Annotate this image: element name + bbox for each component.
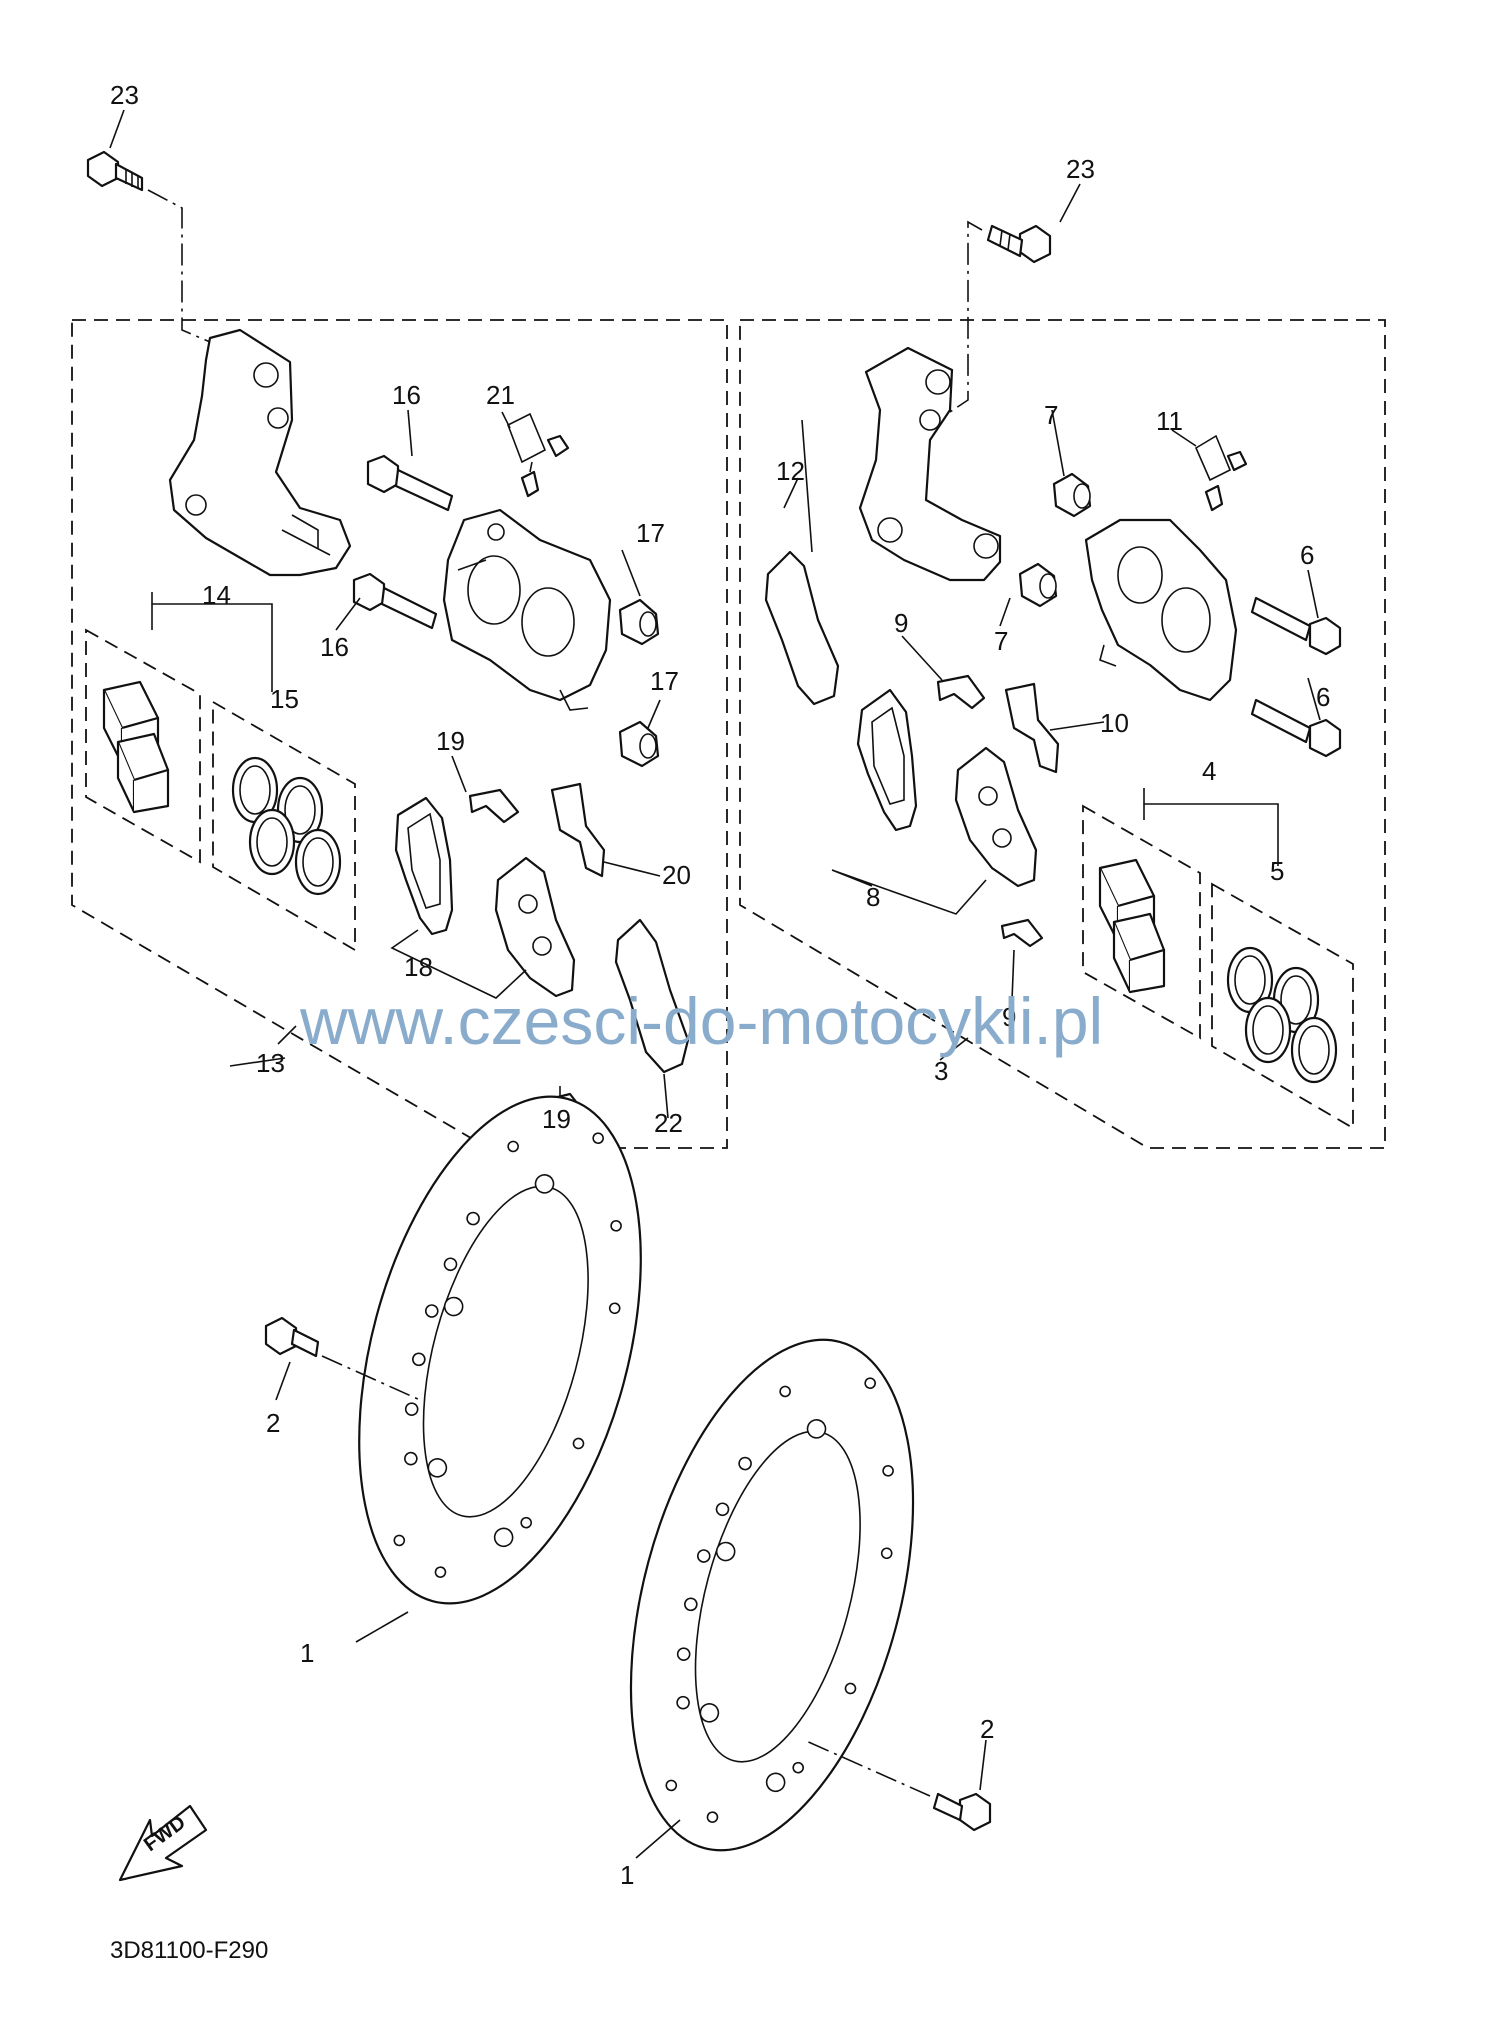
disc-bolt-2-lower	[932, 1792, 992, 1832]
callout-3: 3	[934, 1056, 948, 1086]
seals-15-left	[231, 756, 342, 896]
guide-pin-16-upper	[366, 454, 454, 512]
leader-lines	[109, 109, 1321, 1859]
guide-pin-16-lower	[352, 572, 438, 630]
callout-23-right: 23	[1066, 154, 1095, 184]
brake-pad-18-a	[394, 796, 454, 936]
pistons-4	[1098, 858, 1166, 994]
bolt-23-left-axis	[147, 189, 211, 343]
boot-17-lower	[618, 720, 660, 768]
piston-kit-outline-right	[1082, 804, 1201, 1040]
boot-17-upper	[618, 598, 660, 646]
callout-22: 22	[654, 1108, 683, 1138]
callout-2-lower: 2	[980, 1714, 994, 1744]
right-caliper-assembly-outline	[739, 319, 1386, 1149]
diagram-code: 3D81100-F290	[110, 1937, 268, 1964]
brake-pad-18-b	[494, 856, 576, 998]
disc-bolt-2-lower-axis	[803, 1739, 931, 1797]
callout-15: 15	[270, 684, 299, 714]
callout-17-upper: 17	[636, 518, 665, 548]
callout-12: 12	[776, 456, 805, 486]
callout-13: 13	[256, 1048, 285, 1078]
guide-pin-6-upper	[1250, 596, 1342, 656]
disc-bolt-2-upper	[264, 1316, 320, 1358]
callout-17-lower: 17	[650, 666, 679, 696]
callout-labels: 23 23 16 21 17 14 16 15 17 19 20 18 13 1…	[110, 80, 1330, 1890]
boot-7-lower	[1018, 562, 1058, 608]
pistons-14	[102, 680, 170, 814]
brake-disc-lower	[629, 1338, 915, 1852]
callout-7-lower: 7	[994, 626, 1008, 656]
caliper-body-left	[442, 508, 612, 711]
watermark: www.czesci-do-motocykli.pl	[299, 984, 1103, 1058]
callout-16-upper: 16	[392, 380, 421, 410]
left-caliper-assembly-outline	[71, 319, 728, 1149]
bolt-23-left	[86, 150, 144, 192]
pad-spring-10	[1004, 682, 1060, 774]
callout-1-lower: 1	[620, 1860, 634, 1890]
guide-pin-6-lower	[1250, 698, 1342, 758]
callout-16-lower: 16	[320, 632, 349, 662]
pad-spring-20	[550, 782, 606, 878]
brake-pad-8-a	[856, 688, 918, 832]
callout-7-upper: 7	[1044, 400, 1058, 430]
bleeder-screw-21	[506, 412, 570, 498]
callout-4: 4	[1202, 756, 1216, 786]
callout-19-lower: 19	[542, 1104, 571, 1134]
callout-14: 14	[202, 580, 231, 610]
pad-clip-19-upper	[468, 788, 520, 824]
caliper-bracket-right	[858, 346, 1002, 582]
pad-shim-22	[614, 918, 690, 1074]
callout-1-upper: 1	[300, 1638, 314, 1668]
caliper-bracket-left	[168, 328, 352, 577]
callout-2-upper: 2	[266, 1408, 280, 1438]
callout-23-left: 23	[110, 80, 139, 110]
callout-8: 8	[866, 882, 880, 912]
pad-clip-9-lower	[1000, 918, 1044, 948]
callout-6-lower: 6	[1316, 682, 1330, 712]
seals-5-right	[1226, 946, 1338, 1084]
callout-19-upper: 19	[436, 726, 465, 756]
callout-20: 20	[662, 860, 691, 890]
bleeder-screw-11	[1194, 434, 1248, 512]
callout-18: 18	[404, 952, 433, 982]
disc-bolt-2-upper-axis	[321, 1355, 421, 1401]
callout-6-upper: 6	[1300, 540, 1314, 570]
callout-9-upper: 9	[894, 608, 908, 638]
callout-21: 21	[486, 380, 515, 410]
brake-disc-upper	[358, 1095, 642, 1605]
pad-shim-12	[764, 550, 840, 706]
piston-kit-outline	[85, 628, 201, 864]
bolt-23-right	[986, 224, 1052, 264]
brake-pad-8-b	[954, 746, 1038, 888]
callout-5: 5	[1270, 856, 1284, 886]
fwd-arrow-icon: FWD	[118, 1804, 208, 1882]
caliper-body-right	[1084, 518, 1238, 702]
pad-clip-9-upper	[936, 674, 986, 710]
callout-10: 10	[1100, 708, 1129, 738]
callout-11: 11	[1156, 406, 1183, 436]
callout-9-lower: 9	[1002, 1002, 1016, 1032]
bolt-23-right-axis	[949, 220, 983, 413]
boot-7-upper	[1052, 472, 1092, 518]
